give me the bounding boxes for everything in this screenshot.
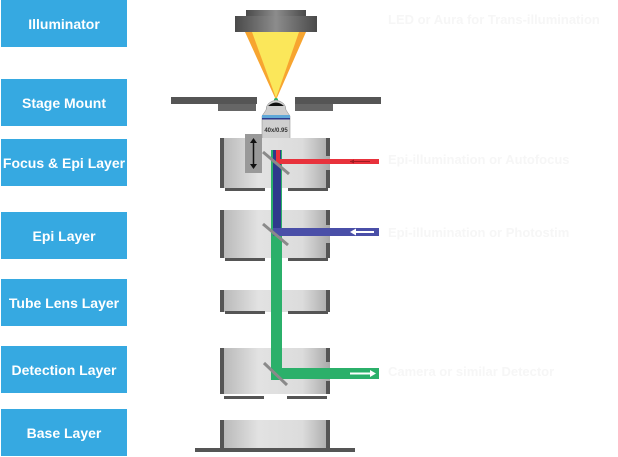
arrow-left-icon <box>350 159 370 164</box>
layer-button-detection[interactable]: Detection Layer <box>1 346 127 393</box>
stage-left-lower <box>218 104 256 111</box>
stage-left-plate <box>171 97 257 104</box>
focus-arrow-icon <box>250 138 257 169</box>
dichroic-mirror-3 <box>262 361 289 387</box>
red-beam-vertical <box>276 150 280 164</box>
green-beam-horizontal <box>271 368 379 379</box>
red-beam-horizontal <box>276 159 379 164</box>
annotation-detector: Camera or similar Detector <box>388 364 555 379</box>
base-module <box>195 420 355 452</box>
annotation-trans-illumination: LED or Aura for Trans-illumination <box>388 12 600 27</box>
layer-button-stage-mount[interactable]: Stage Mount <box>1 79 127 126</box>
stage-right-lower <box>295 104 333 111</box>
layer-button-focus-epi[interactable]: Focus & Epi Layer <box>1 139 127 186</box>
lamp-top-cap <box>246 10 306 17</box>
layer-button-tube-lens[interactable]: Tube Lens Layer <box>1 279 127 326</box>
layer-button-epi[interactable]: Epi Layer <box>1 212 127 259</box>
blue-beam-vertical <box>273 150 281 236</box>
layer-button-base[interactable]: Base Layer <box>1 409 127 456</box>
dichroic-mirror-1 <box>262 150 290 176</box>
light-paths <box>262 150 379 387</box>
annotation-epi-autofocus: Epi-illumination or Autofocus <box>388 152 570 167</box>
dichroic-mirror-2 <box>262 222 289 247</box>
blue-beam-horizontal <box>273 228 379 236</box>
green-beam-vertical <box>271 150 282 380</box>
arrow-left-icon <box>350 228 374 236</box>
stage-right-plate <box>295 97 381 104</box>
light-cone-inner <box>252 32 299 98</box>
annotation-epi-photostim: Epi-illumination or Photostim <box>388 225 570 240</box>
arrow-right-icon <box>350 370 376 377</box>
lamp-housing <box>235 16 317 32</box>
objective-label: 40x/0.95 <box>264 128 288 134</box>
layer-button-illuminator[interactable]: Illuminator <box>1 0 127 47</box>
illuminator-lamp <box>235 10 317 100</box>
